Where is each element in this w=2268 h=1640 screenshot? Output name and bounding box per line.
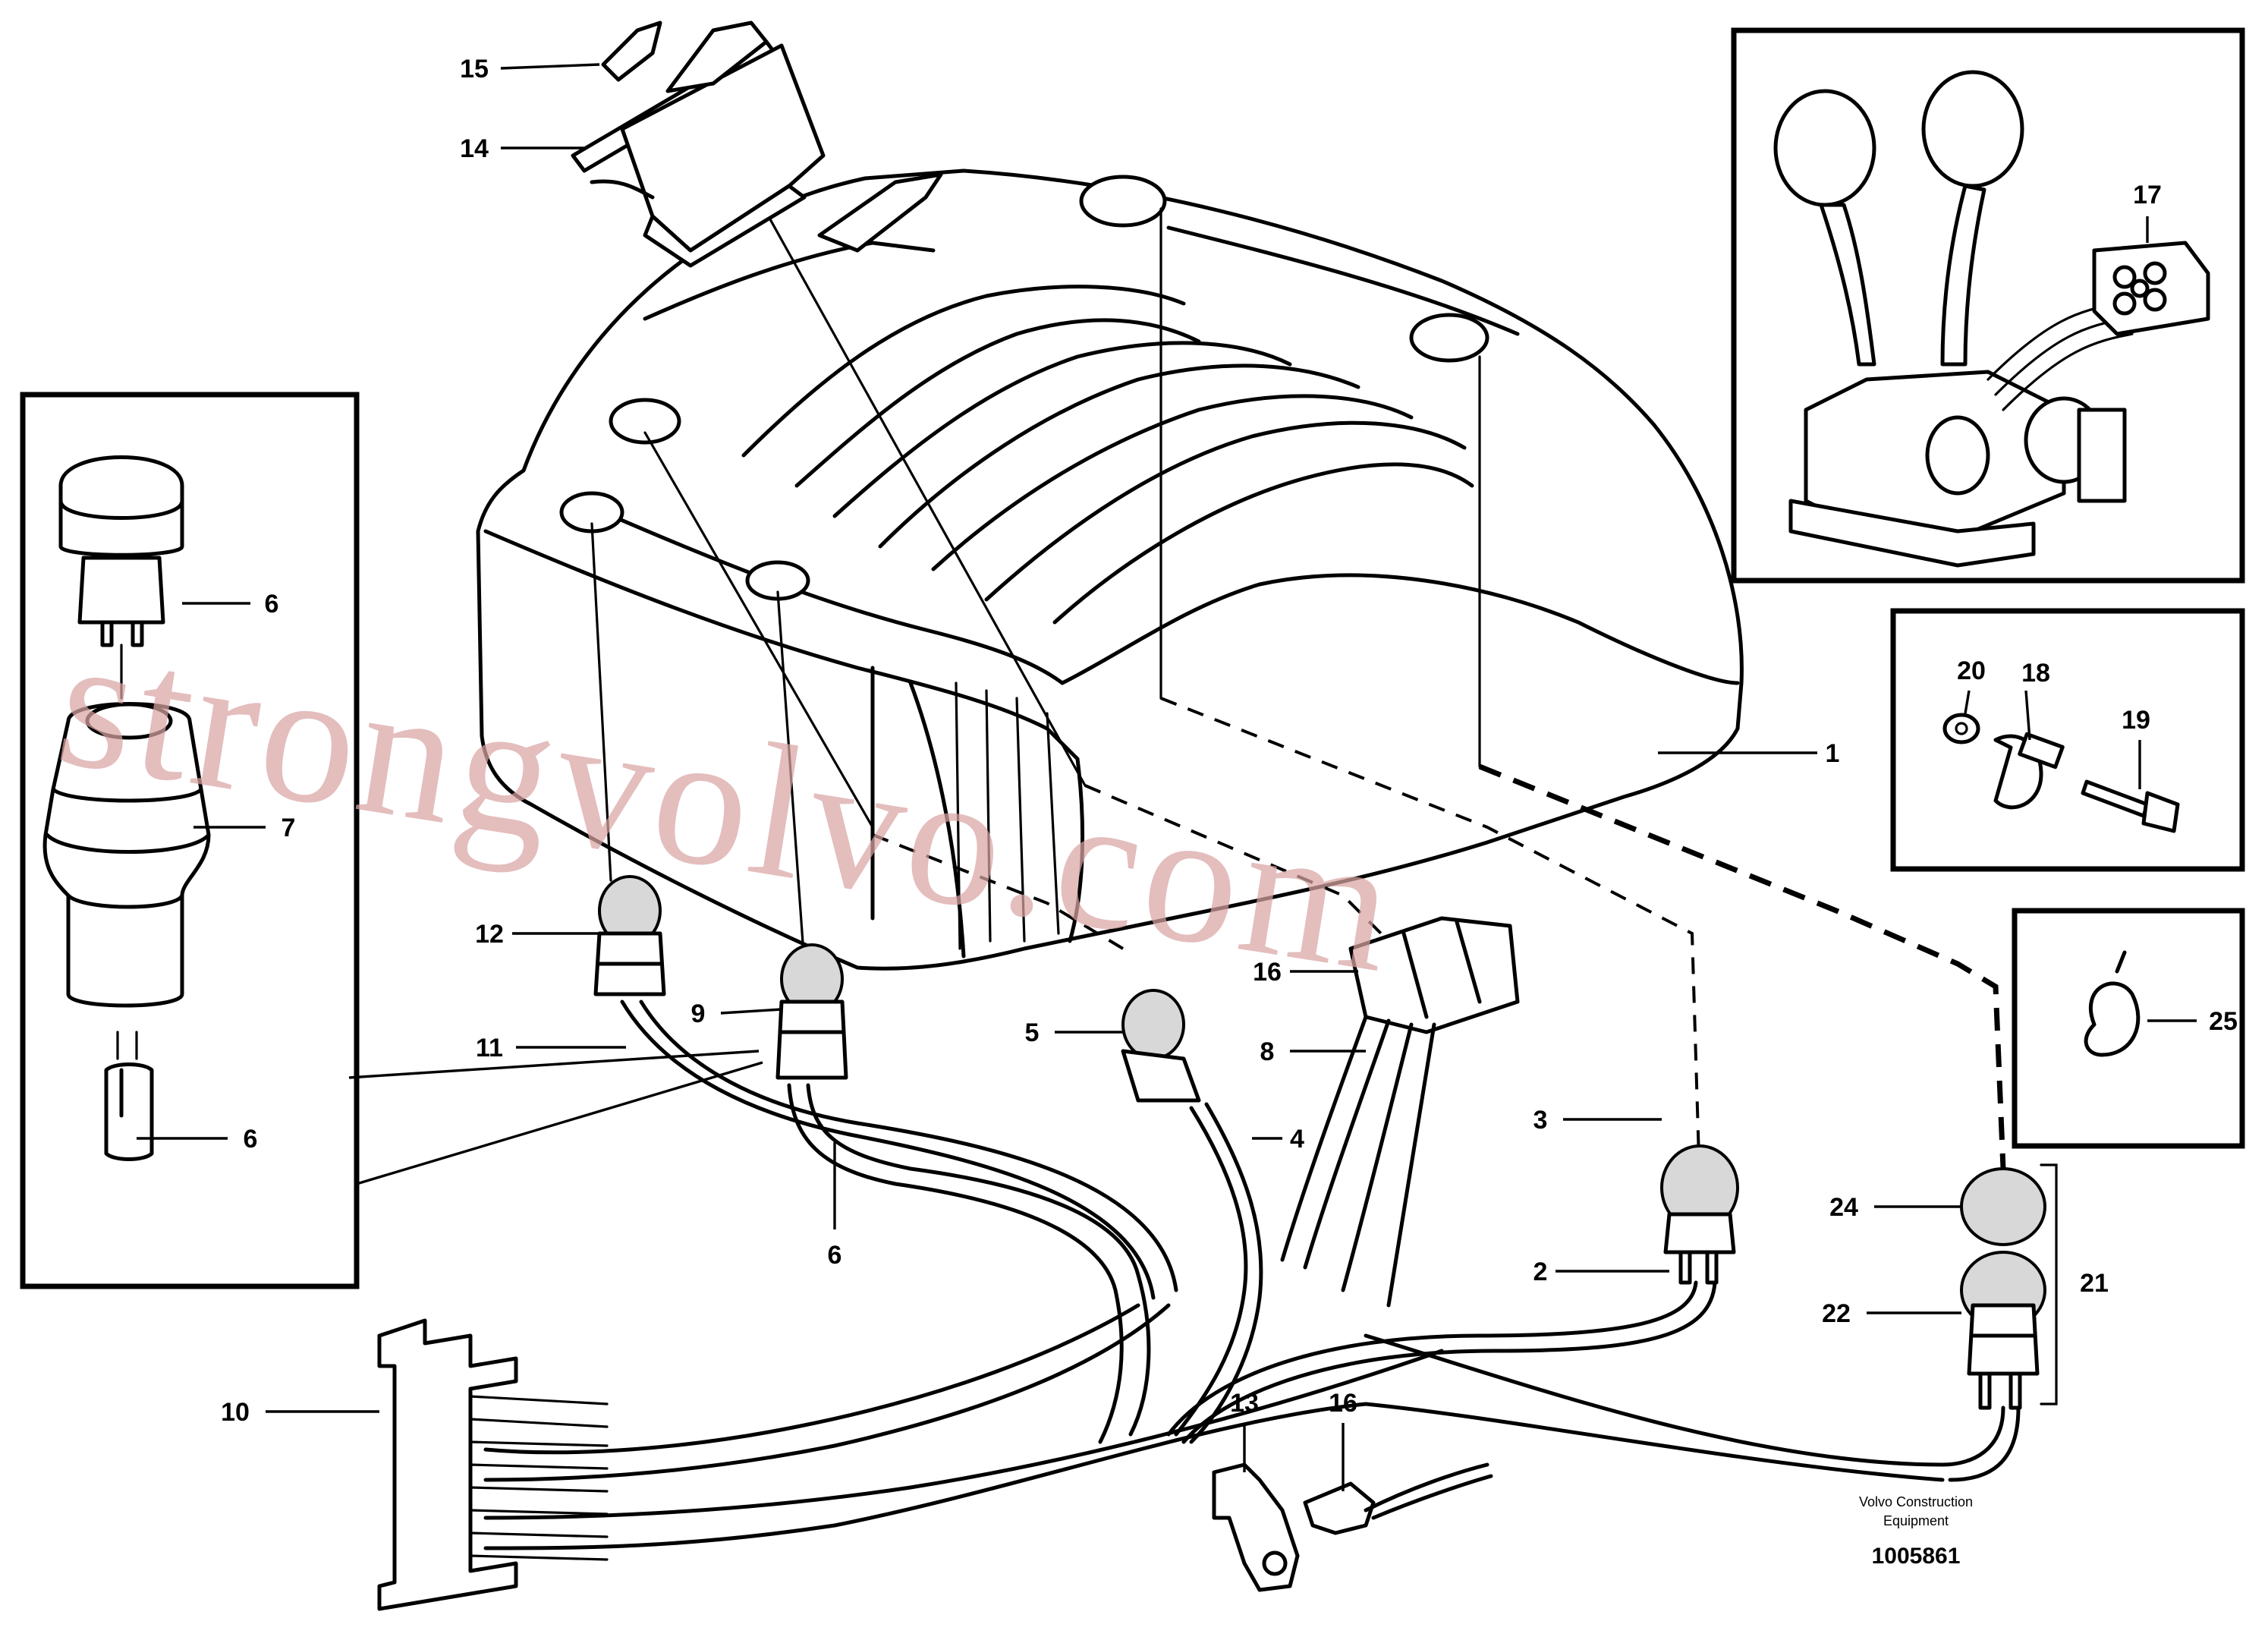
label-3: 3 bbox=[1533, 1106, 1548, 1135]
label-20: 19 bbox=[2122, 706, 2150, 735]
label-15: 14 bbox=[460, 134, 489, 163]
label-18: 17 bbox=[2133, 181, 2162, 209]
label-25: 25 bbox=[2209, 1007, 2238, 1036]
label-6: 6 bbox=[828, 1241, 842, 1270]
label-13: 12 bbox=[475, 920, 504, 949]
label-12: 11 bbox=[476, 1034, 503, 1062]
label-17: 16 bbox=[1329, 1389, 1357, 1418]
label-21: 20 bbox=[1957, 656, 1986, 685]
label-23: 22 bbox=[1822, 1299, 1851, 1328]
label-5: 5 bbox=[1025, 1018, 1040, 1047]
label-8: 7 bbox=[282, 814, 296, 842]
inset-strap-panel bbox=[2012, 908, 2245, 1149]
assembly-lines bbox=[590, 207, 2006, 1185]
label-7: 6 bbox=[265, 590, 279, 619]
inset-clamp-panel bbox=[1890, 608, 2245, 872]
label-6-inset: 6 bbox=[244, 1125, 258, 1154]
console-housing bbox=[476, 168, 1744, 971]
label-11: 10 bbox=[221, 1398, 250, 1427]
rocker-switch bbox=[571, 20, 826, 268]
callout-labels: 15 14 17 1 6 7 6 20 18 19 25 12 11 9 5 1… bbox=[221, 55, 2238, 1427]
connector-pins bbox=[469, 1395, 609, 1561]
inset-joystick-panel bbox=[1731, 27, 2245, 584]
caption-line1: Volvo Construction bbox=[1859, 1494, 1973, 1509]
label-19: 18 bbox=[2021, 659, 2050, 688]
label-9: 8 bbox=[1260, 1037, 1275, 1066]
label-1: 1 bbox=[1826, 739, 1840, 768]
label-2: 2 bbox=[1533, 1258, 1548, 1286]
label-24: 24 bbox=[1829, 1193, 1858, 1222]
label-16: 15 bbox=[460, 55, 489, 83]
caption-line2: Equipment bbox=[1883, 1513, 1949, 1528]
label-22: 21 bbox=[2080, 1269, 2109, 1298]
caption-number: 1005861 bbox=[1872, 1544, 1961, 1569]
switches-and-cables bbox=[377, 875, 2058, 1611]
label-4: 4 bbox=[1290, 1125, 1304, 1154]
callout-leaders bbox=[137, 63, 2197, 1491]
label-17-connector: 16 bbox=[1253, 958, 1282, 987]
caption: Volvo Construction Equipment 1005861 bbox=[1859, 1494, 1973, 1569]
label-10: 9 bbox=[691, 999, 706, 1028]
label-14: 13 bbox=[1230, 1389, 1259, 1418]
